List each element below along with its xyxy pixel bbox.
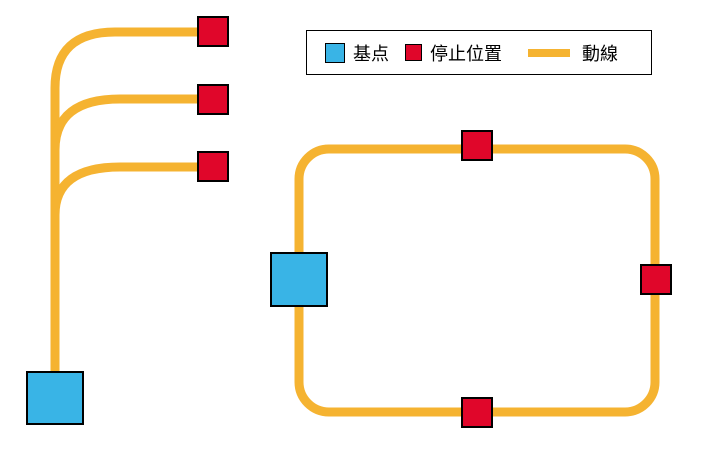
stop-position-left-3 (197, 151, 229, 182)
stop-position-swatch (405, 44, 422, 61)
base-point-right (270, 252, 328, 307)
stop-position-left-1 (197, 16, 229, 47)
route-loop (294, 144, 660, 417)
left-routes (50, 27, 200, 372)
base-point-left (26, 371, 84, 425)
legend-stop-label: 停止位置 (430, 43, 502, 65)
route-line-swatch (528, 48, 570, 57)
legend-base-label: 基点 (353, 43, 389, 65)
route-line-middle (50, 94, 200, 210)
route-line-bottom (50, 162, 200, 250)
stop-position-left-2 (197, 84, 229, 115)
legend: 基点 停止位置 動線 (306, 30, 652, 75)
stop-position-loop-top (461, 130, 493, 161)
base-point-swatch (325, 42, 345, 63)
stop-position-loop-bottom (461, 397, 493, 428)
stop-position-loop-right (640, 264, 672, 295)
legend-path-label: 動線 (582, 43, 618, 65)
legend-item-path: 動線 (502, 40, 618, 66)
legend-item-base: 基点 (325, 40, 389, 66)
route-line-top (50, 27, 200, 372)
legend-item-stop: 停止位置 (389, 40, 502, 66)
